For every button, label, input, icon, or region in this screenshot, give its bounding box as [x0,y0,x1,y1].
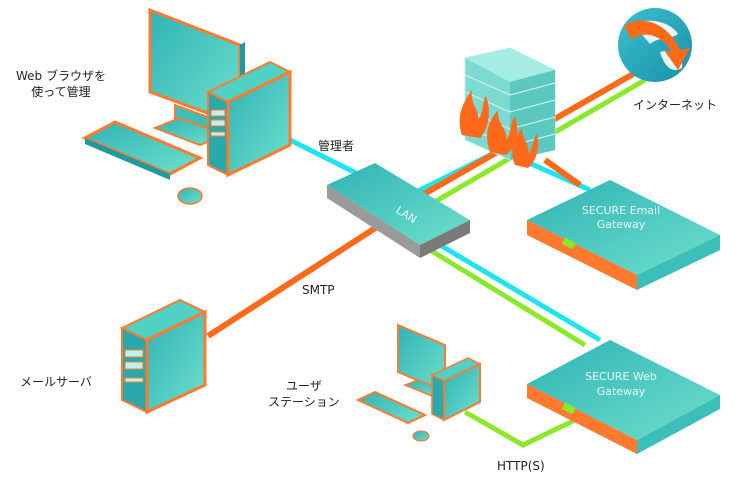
user-station-label-line2: ステーション [268,395,340,409]
link-http-web-gateway [428,247,587,348]
smtp-label: SMTP [302,283,335,297]
email-gateway-label-2: Gateway [597,218,646,231]
user-station-label-line1: ユーザ [286,379,322,393]
email-gateway: SECURE Email Gateway [527,180,720,290]
user-station-label: ユーザ ステーション [268,378,340,410]
web-gateway-label-2: Gateway [597,385,646,398]
email-gateway-label-1: SECURE Email [582,204,660,217]
admin-pc-label-line1: Web ブラウザを [16,69,106,83]
http-label: HTTP(S) [497,459,545,473]
flame-icon [459,90,538,168]
mail-server-label: メールサーバ [20,375,92,389]
mail-server [119,298,208,415]
lan-switch: LAN [327,163,470,258]
link-admin-web-gateway [438,242,602,343]
admin-label: 管理者 [318,139,355,153]
link-admin-pc [288,137,362,178]
link-smtp-email-gateway [543,157,582,188]
link-smtp-mail-server [206,222,382,339]
admin-pc-label-line2: 使って管理 [31,85,91,99]
internet-label: インターネット [633,98,718,112]
admin-pc [81,7,293,205]
web-gateway-label-1: SECURE Web [585,370,657,383]
internet-globe [618,8,692,82]
admin-pc-label: Web ブラウザを 使って管理 [16,68,106,100]
firewall [459,47,556,168]
user-station [355,323,482,442]
web-gateway: SECURE Web Gateway [527,340,720,454]
